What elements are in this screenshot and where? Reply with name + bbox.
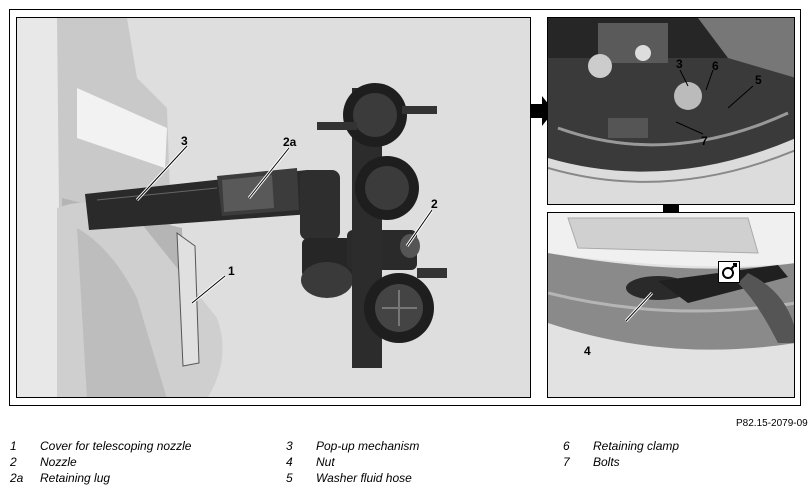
callout-2a: 2a [283, 135, 297, 149]
callout-3-detail: 3 [676, 57, 683, 71]
callout-2: 2 [431, 197, 438, 211]
callout-5-detail: 5 [755, 73, 762, 87]
bottom-right-photo-drawing [548, 213, 794, 397]
callout-7-detail: 7 [701, 134, 708, 148]
figure-reference: P82.15-2079-09 [736, 418, 808, 429]
top-right-photo-drawing [548, 18, 794, 204]
callout-6-detail: 6 [712, 59, 719, 73]
main-photo-drawing [17, 18, 530, 397]
main-photo: 3 2a 2 1 [16, 17, 531, 398]
callout-1: 1 [228, 264, 235, 278]
wrench-tool-icon [718, 261, 740, 283]
callout-4-detail: 4 [584, 344, 591, 358]
bottom-right-photo: 4 [547, 212, 795, 398]
top-right-photo: 3 6 5 7 [547, 17, 795, 205]
callout-3: 3 [181, 134, 188, 148]
